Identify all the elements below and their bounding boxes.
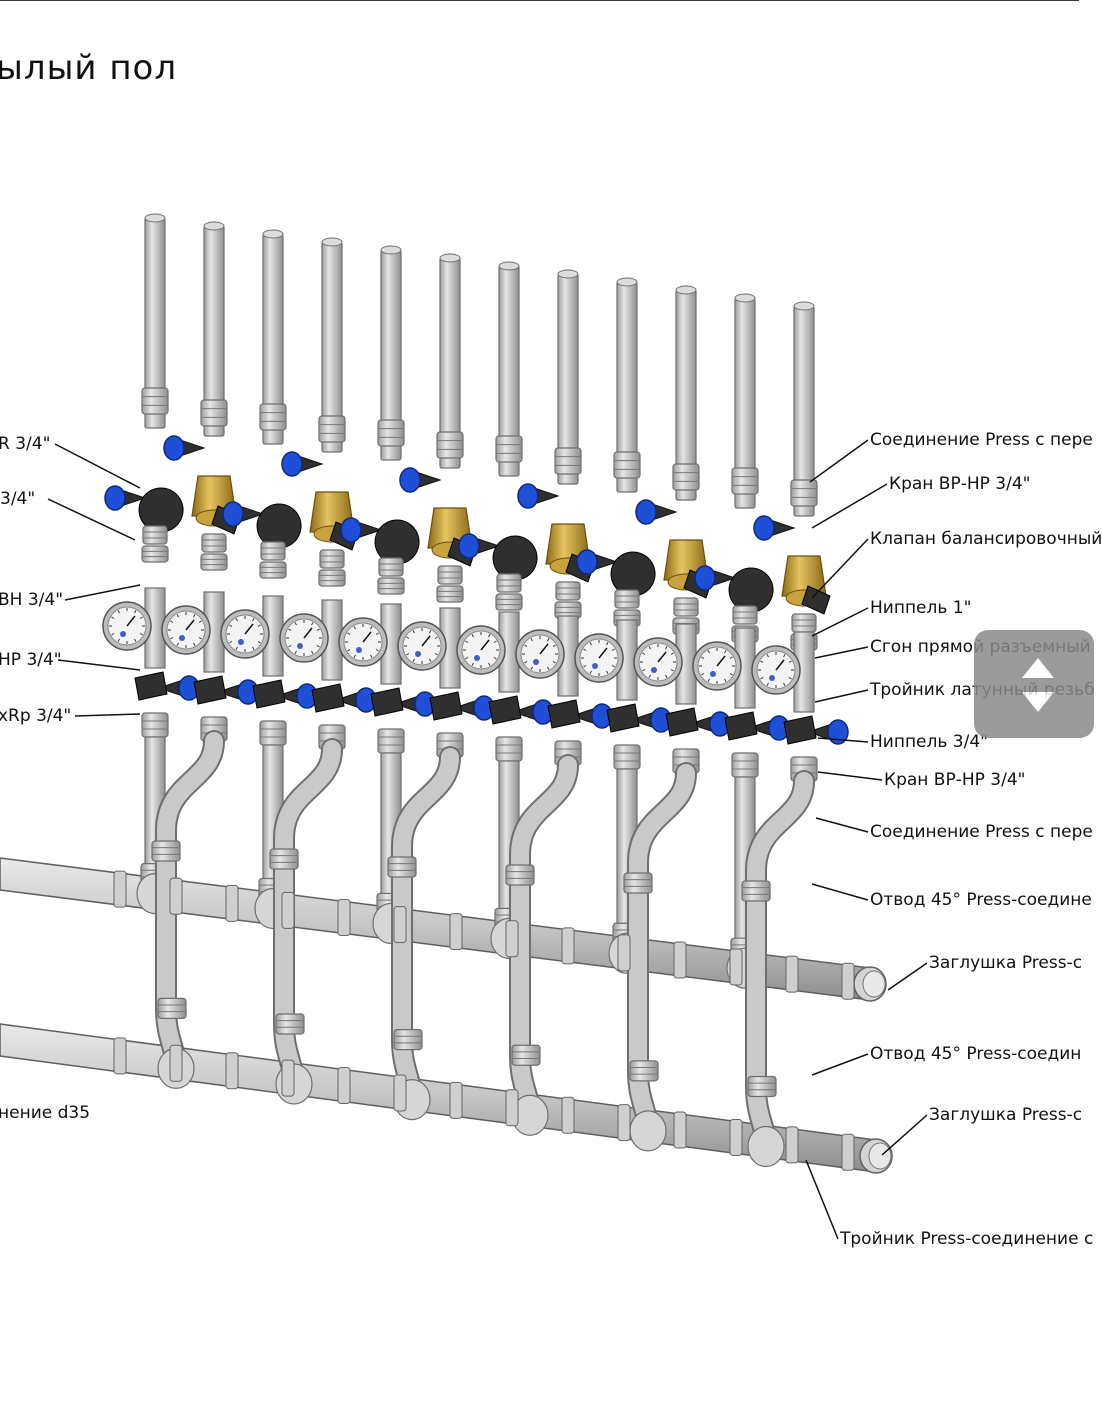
- leader-line: [811, 538, 869, 599]
- header-collar: [337, 898, 351, 936]
- chevron-down-icon[interactable]: [1022, 692, 1054, 712]
- label-left-1: R 3/4": [0, 434, 51, 454]
- header-pipe-upper: [0, 857, 887, 1002]
- header-collar: [673, 1111, 687, 1149]
- scroll-control[interactable]: [974, 630, 1094, 738]
- header-collar: [785, 1126, 799, 1164]
- leader-line: [811, 607, 869, 637]
- header-collar: [505, 920, 519, 958]
- label-right-13: Заглушка Press-с: [929, 1105, 1083, 1125]
- circuit-riser: [692, 293, 790, 989]
- header-collar: [449, 913, 463, 951]
- leader-line: [887, 962, 928, 991]
- label-right-2: Кран ВР-НР 3/4": [889, 474, 1031, 494]
- header-collar: [729, 1118, 743, 1156]
- leader-line: [881, 1114, 928, 1156]
- leader-line: [74, 713, 141, 717]
- circuit-riser: [102, 213, 200, 915]
- leader-line: [814, 646, 869, 659]
- label-right-3: Клапан балансировочный: [870, 529, 1102, 549]
- header-collar: [841, 962, 855, 1000]
- chevron-up-icon[interactable]: [1022, 658, 1054, 678]
- circuit-riser: [741, 301, 849, 1168]
- label-right-4: Ниппель 1": [870, 598, 972, 618]
- circuit-riser: [220, 229, 318, 930]
- header-collar: [505, 1089, 519, 1127]
- leader-line: [815, 817, 869, 833]
- label-left-5: хRp 3/4": [0, 706, 72, 726]
- label-right-8: Кран ВР-НР 3/4": [884, 770, 1026, 790]
- header-collar: [281, 891, 295, 929]
- label-right-11: Заглушка Press-с: [929, 953, 1083, 973]
- leader-line: [57, 659, 141, 671]
- header-collar: [841, 1133, 855, 1171]
- header-collar: [113, 870, 127, 908]
- header-collar: [673, 941, 687, 979]
- label-right-14: Тройник Press-соединение с: [840, 1229, 1094, 1249]
- circuit-riser: [456, 261, 554, 959]
- header-collar: [225, 884, 239, 922]
- circuit-riser: [505, 269, 613, 1136]
- label-right-12: Отвод 45° Press-соедин: [870, 1044, 1082, 1064]
- header-collar: [225, 1052, 239, 1090]
- leader-line: [811, 1053, 869, 1076]
- header-collar: [393, 1074, 407, 1112]
- header-collar: [169, 1044, 183, 1082]
- leader-line: [47, 498, 136, 541]
- circuit-riser: [269, 237, 377, 1105]
- leader-line: [809, 439, 869, 483]
- label-left-4: НР 3/4": [0, 650, 62, 670]
- top-border: [0, 0, 1079, 1]
- header-collar: [729, 948, 743, 986]
- leader-line: [805, 1159, 839, 1240]
- label-right-10: Отвод 45° Press-соедине: [870, 890, 1092, 910]
- header-collar: [113, 1037, 127, 1075]
- label-left-3: ВН 3/4": [0, 590, 64, 610]
- header-collar: [561, 1096, 575, 1134]
- leader-line: [817, 737, 869, 743]
- leader-line: [814, 689, 869, 703]
- header-collar: [337, 1067, 351, 1105]
- leader-line: [811, 483, 888, 529]
- label-right-1: Соединение Press с пере: [870, 430, 1093, 450]
- manifold-diagram: [0, 213, 928, 1240]
- page-title: ылый пол: [0, 48, 178, 88]
- circuit-riser: [574, 277, 672, 974]
- header-collar: [281, 1059, 295, 1097]
- label-right-9: Соединение Press с пере: [870, 822, 1093, 842]
- leader-line: [817, 771, 883, 781]
- header-collar: [169, 877, 183, 915]
- label-left-2: 3/4": [0, 489, 36, 509]
- leader-line: [64, 584, 141, 601]
- circuit-riser: [338, 245, 436, 945]
- header-collar: [449, 1081, 463, 1119]
- header-collar: [617, 1104, 631, 1142]
- leader-line: [54, 443, 141, 489]
- header-collar: [785, 955, 799, 993]
- label-left-6: нение d35: [0, 1103, 91, 1123]
- label-right-7: Ниппель 3/4": [870, 732, 988, 752]
- header-collar: [617, 934, 631, 972]
- header-collar: [561, 927, 575, 965]
- header-collar: [393, 906, 407, 944]
- circuit-riser: [387, 253, 495, 1121]
- leader-line: [811, 883, 869, 901]
